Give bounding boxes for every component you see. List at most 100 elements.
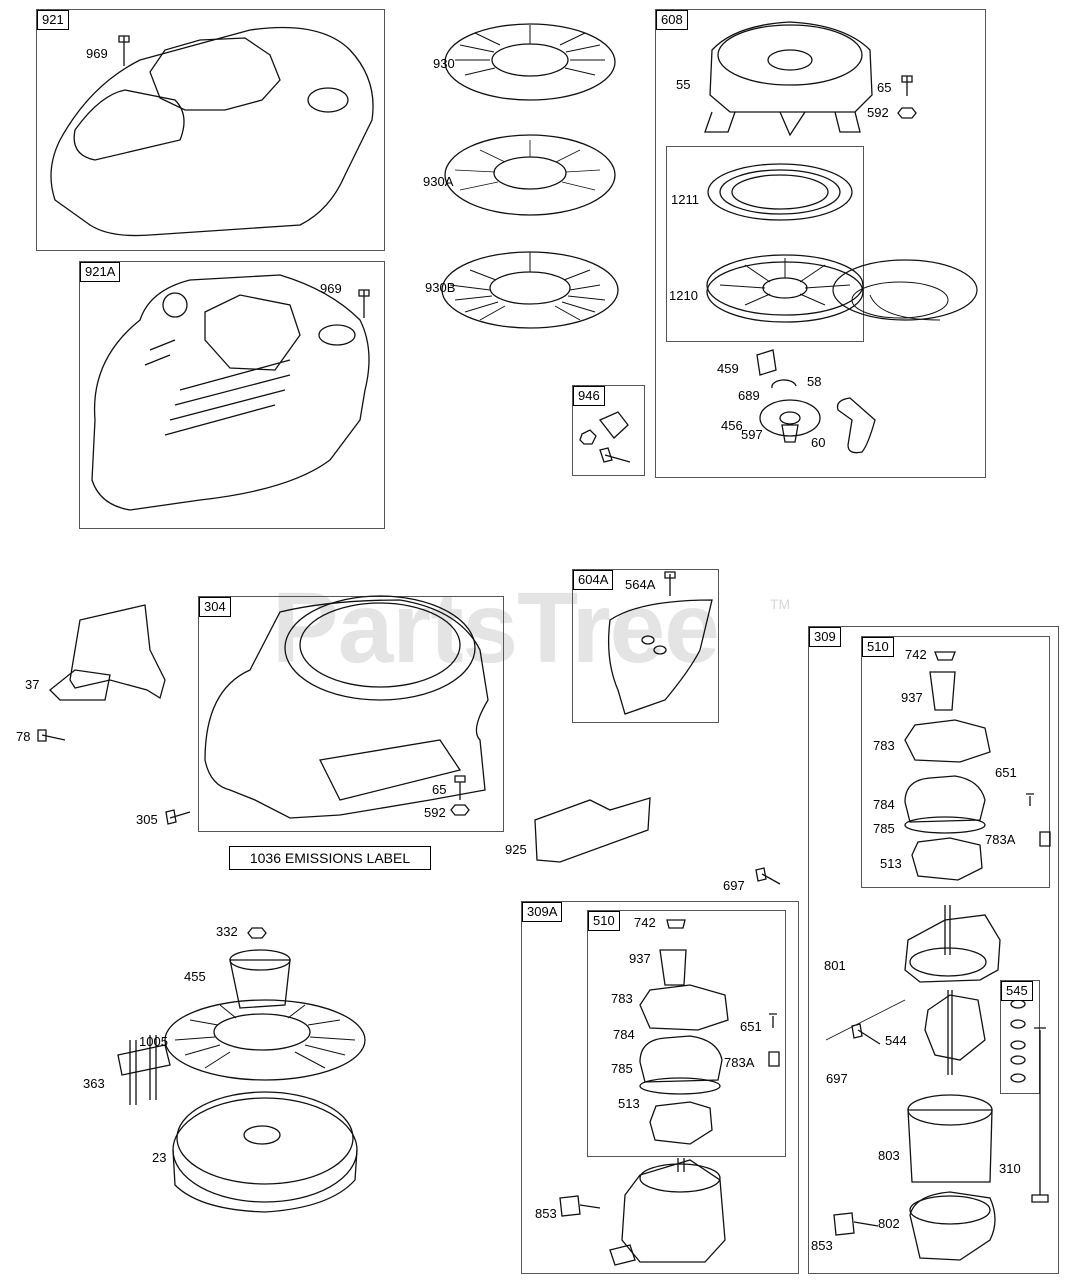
nut-332 bbox=[247, 927, 267, 939]
retainer-456-inner bbox=[779, 411, 801, 425]
part-label-332: 332 bbox=[216, 924, 238, 939]
group-tag-309: 309 bbox=[809, 627, 841, 647]
blower-housing-921-ring bbox=[149, 37, 281, 111]
group-tag-510-a: 510 bbox=[862, 637, 894, 657]
bolt-969-b bbox=[358, 289, 370, 318]
air-guide-37-b bbox=[49, 669, 111, 701]
deflector-604a-hole-a bbox=[653, 645, 667, 655]
part-label-742-b: 742 bbox=[634, 915, 656, 930]
group-box-510-b bbox=[587, 910, 786, 1157]
part-label-803: 803 bbox=[878, 1148, 900, 1163]
brush-545-c bbox=[1010, 1040, 1026, 1050]
pinion-513-a bbox=[911, 837, 983, 881]
starter-housing-55 bbox=[709, 21, 873, 113]
nut-946 bbox=[579, 429, 597, 445]
fan-1005-hub bbox=[213, 1013, 311, 1051]
bracket-363 bbox=[117, 1044, 171, 1076]
part-label-1005: 1005 bbox=[139, 1034, 168, 1049]
part-label-651-b: 651 bbox=[740, 1019, 762, 1034]
bolt-65-mid bbox=[454, 775, 466, 800]
part-label-37: 37 bbox=[25, 677, 40, 692]
blower-housing-921a-neck bbox=[162, 292, 188, 318]
part-label-310: 310 bbox=[999, 1161, 1021, 1176]
blower-housing-921a bbox=[91, 274, 370, 511]
part-label-60: 60 bbox=[811, 435, 826, 450]
part-label-783a-b: 783A bbox=[724, 1055, 755, 1070]
retainer-689 bbox=[771, 379, 797, 389]
starter-rope-58-tail bbox=[869, 294, 941, 321]
part-label-65-mid: 65 bbox=[432, 782, 447, 797]
part-label-783-a: 783 bbox=[873, 738, 895, 753]
group-box-spring bbox=[666, 146, 864, 342]
spring-1211-b bbox=[719, 169, 841, 215]
part-label-697-mid: 697 bbox=[723, 878, 745, 893]
screw-651-a bbox=[1026, 793, 1034, 806]
clip-742-a bbox=[934, 651, 956, 661]
screen-930-slots bbox=[455, 25, 605, 76]
gear-783-a bbox=[904, 719, 991, 763]
starter-motor-309a-shaft bbox=[677, 1158, 685, 1172]
blower-housing-921a-window bbox=[204, 294, 301, 371]
drive-937-b bbox=[659, 949, 687, 986]
brush-545-b bbox=[1010, 1019, 1026, 1029]
group-tag-921a: 921A bbox=[80, 262, 121, 282]
part-label-930a: 930A bbox=[423, 174, 454, 189]
screw-305 bbox=[165, 809, 191, 825]
connector-853-a bbox=[833, 1212, 879, 1236]
part-label-65-top: 65 bbox=[877, 80, 892, 95]
part-label-802: 802 bbox=[878, 1216, 900, 1231]
part-label-783-b: 783 bbox=[611, 991, 633, 1006]
part-label-853-b: 853 bbox=[535, 1206, 557, 1221]
group-box-309a bbox=[521, 901, 799, 1274]
retainer-456 bbox=[759, 399, 821, 437]
starter-housing-55-top bbox=[717, 24, 863, 86]
part-label-597: 597 bbox=[741, 427, 763, 442]
part-label-785-b: 785 bbox=[611, 1061, 633, 1076]
group-box-921 bbox=[36, 9, 385, 251]
motor-frame-803 bbox=[907, 1109, 993, 1183]
group-box-946 bbox=[572, 385, 645, 476]
motor-bracket-801 bbox=[904, 914, 1001, 983]
motor-bracket-801-ring bbox=[909, 947, 987, 977]
nut-592-mid bbox=[450, 804, 470, 816]
blower-housing-921 bbox=[50, 26, 374, 237]
part-label-564a: 564A bbox=[625, 577, 656, 592]
rotating-screen-930a bbox=[444, 134, 616, 216]
part-label-742-a: 742 bbox=[905, 647, 927, 662]
cap-785-b bbox=[639, 1077, 721, 1095]
starter-dog-459 bbox=[756, 349, 777, 376]
deflector-604a bbox=[608, 599, 713, 715]
part-label-689: 689 bbox=[738, 388, 760, 403]
part-label-651-a: 651 bbox=[995, 765, 1017, 780]
part-label-785-a: 785 bbox=[873, 821, 895, 836]
part-label-853-a: 853 bbox=[811, 1238, 833, 1253]
flywheel-23-rim bbox=[172, 1149, 358, 1213]
blower-housing-921a-hole bbox=[318, 324, 356, 346]
group-box-309 bbox=[808, 626, 1059, 1274]
connector-853-b bbox=[559, 1195, 601, 1217]
part-label-305: 305 bbox=[136, 812, 158, 827]
nut-783a-b bbox=[768, 1051, 780, 1067]
group-box-604a bbox=[572, 569, 719, 723]
group-tag-946: 946 bbox=[573, 386, 605, 406]
starter-housing-55-feet bbox=[704, 111, 861, 137]
bolt-65-top bbox=[901, 75, 913, 96]
blower-housing-304-ring bbox=[284, 595, 476, 701]
starter-cup-455 bbox=[229, 959, 291, 1009]
blower-housing-304 bbox=[204, 599, 489, 819]
part-label-23: 23 bbox=[152, 1150, 167, 1165]
part-label-58: 58 bbox=[807, 374, 822, 389]
part-label-783a-a: 783A bbox=[985, 832, 1016, 847]
link-946 bbox=[598, 411, 629, 439]
group-tag-608: 608 bbox=[656, 10, 688, 30]
part-label-513-a: 513 bbox=[880, 856, 902, 871]
bolt-969-a bbox=[118, 35, 130, 66]
screen-930b-fins bbox=[449, 252, 606, 321]
rotating-screen-930-inner bbox=[491, 43, 569, 77]
armature-544 bbox=[924, 994, 986, 1061]
screw-697-low bbox=[851, 1023, 881, 1045]
part-label-784-b: 784 bbox=[613, 1027, 635, 1042]
clip-742-b bbox=[666, 919, 686, 929]
grip-925 bbox=[534, 797, 651, 863]
flywheel-23-hub bbox=[243, 1125, 281, 1145]
